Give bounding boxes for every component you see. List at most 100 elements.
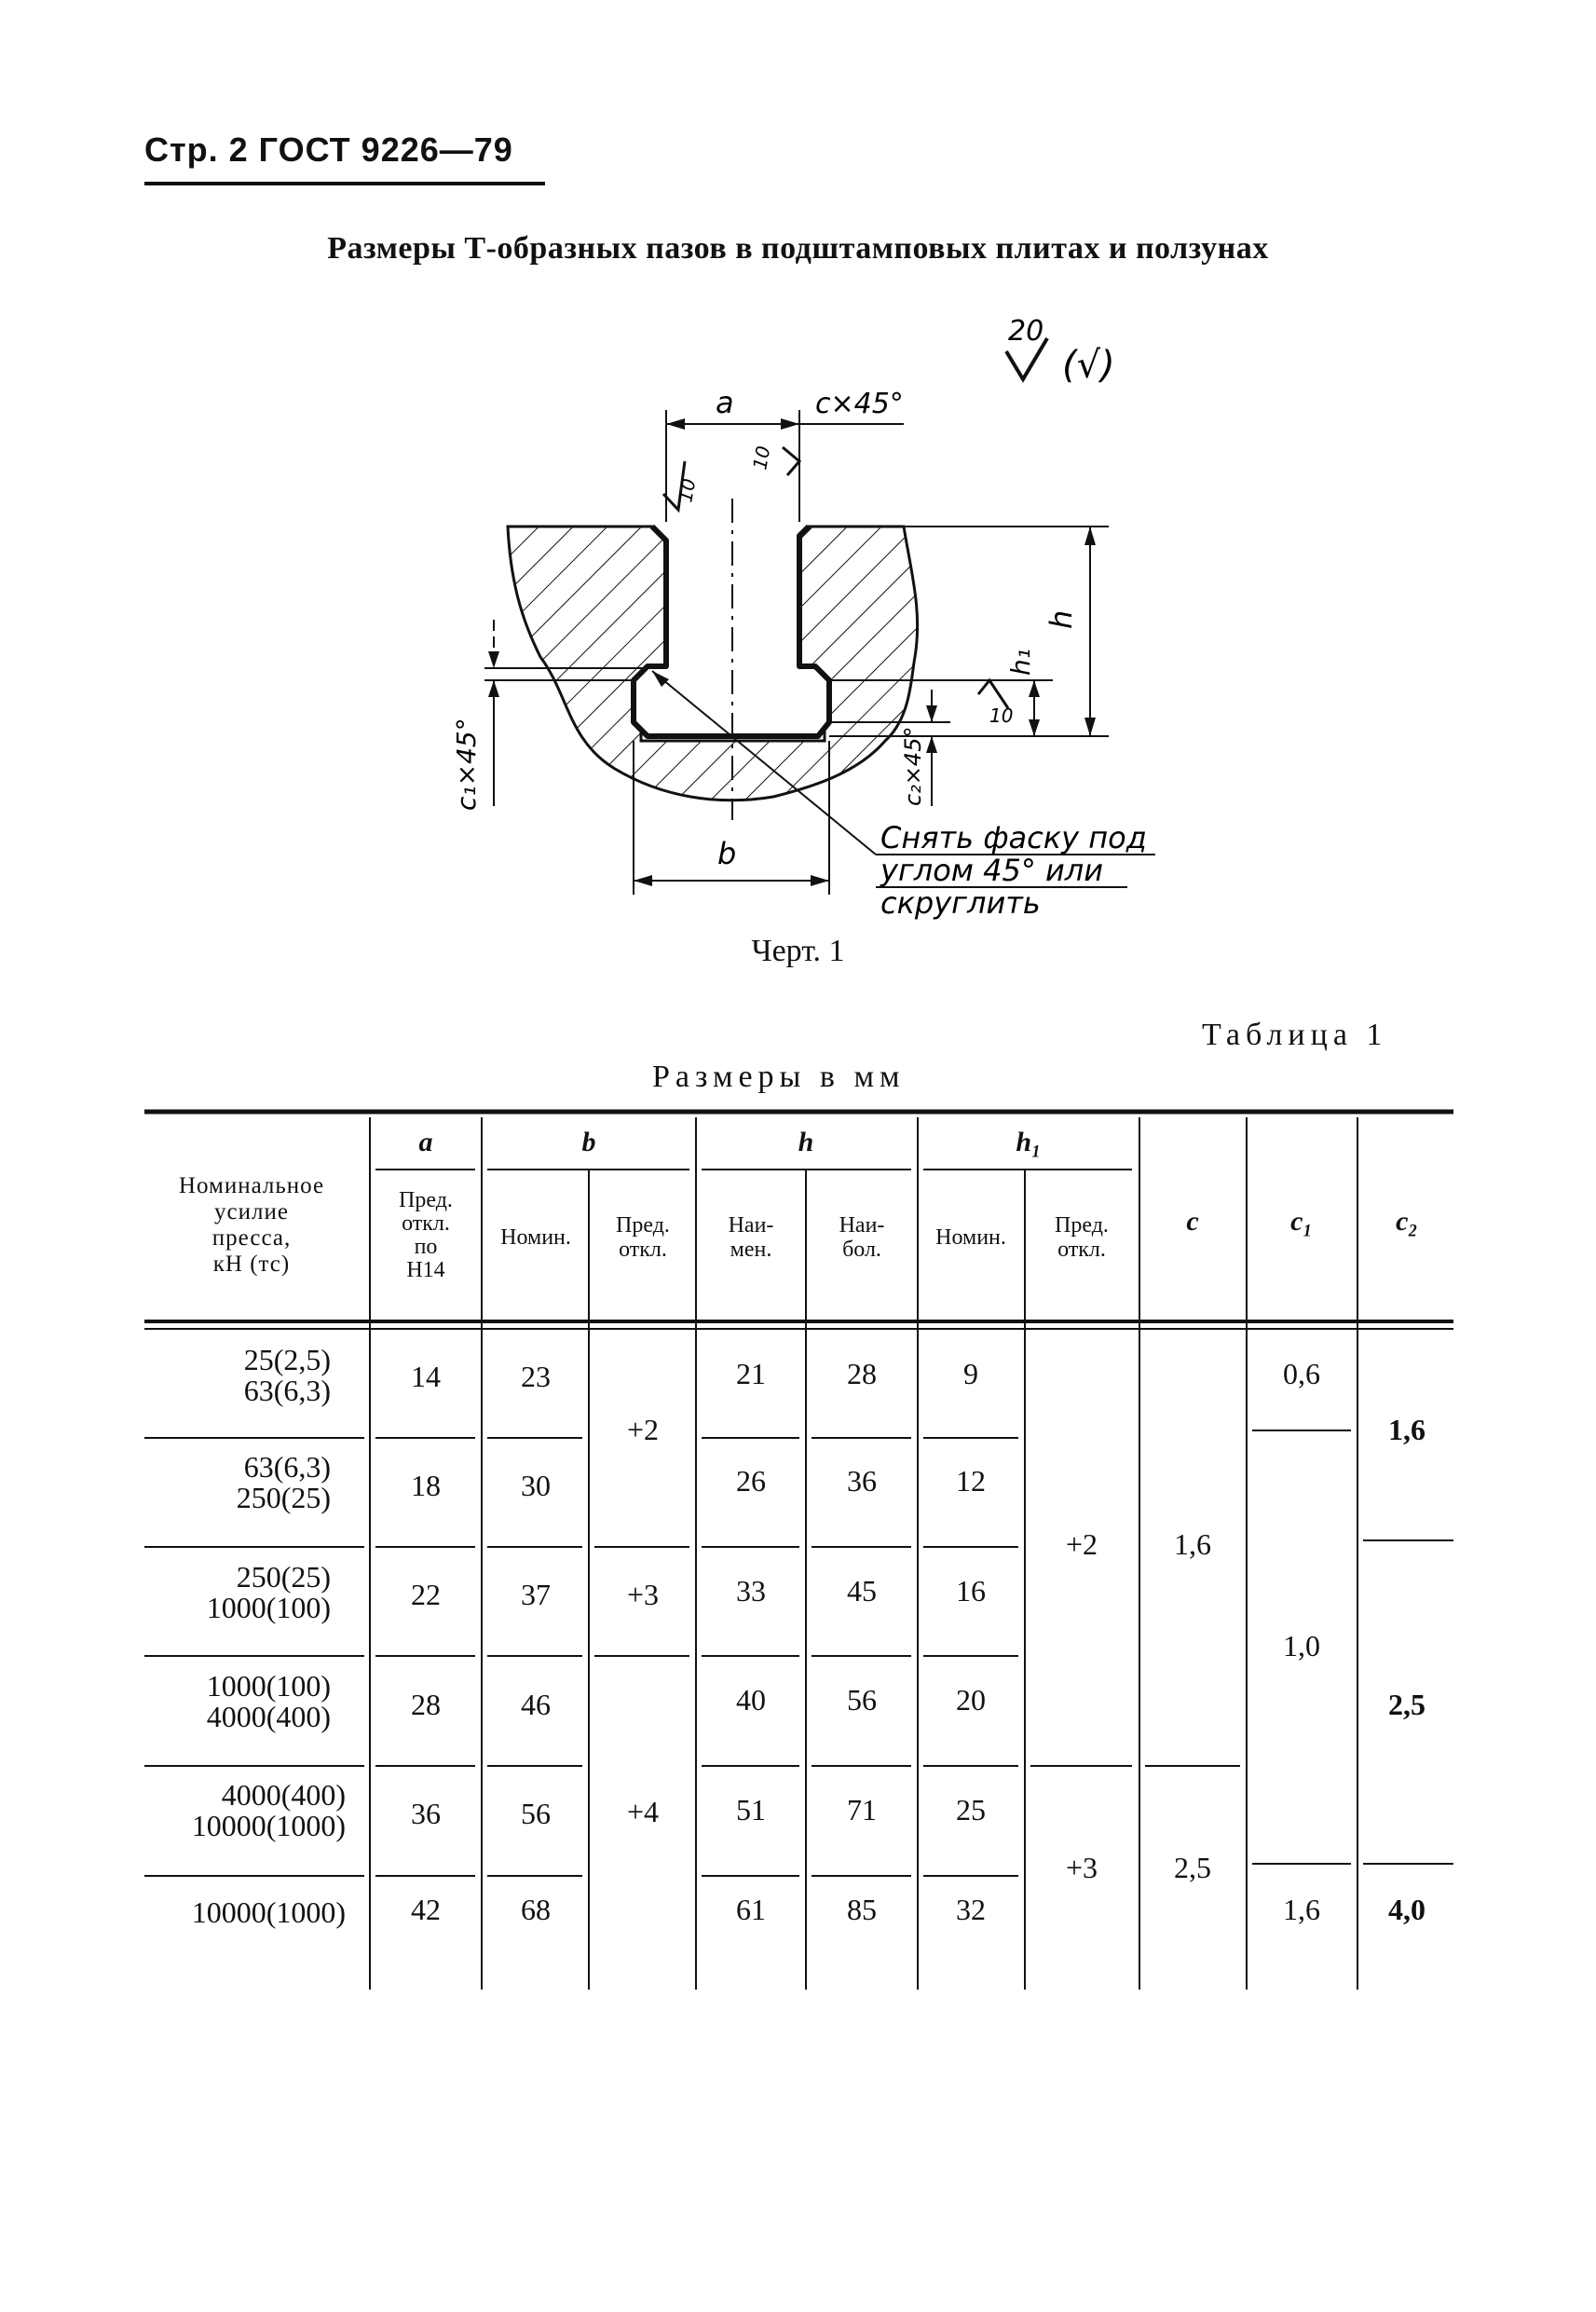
svg-text:откл.: откл. — [402, 1211, 450, 1236]
units-label: Размеры в мм — [652, 1060, 906, 1094]
table-cell-h-min: 40 — [736, 1683, 766, 1717]
dimensions-table: Номинальное усилие пресса, кН (тс) a b h… — [144, 1109, 1453, 1990]
table-cell-press: 25(2,5) — [244, 1343, 331, 1376]
table-cell-h1: 16 — [956, 1574, 986, 1607]
svg-text:10: 10 — [748, 445, 774, 472]
header-a: a — [419, 1127, 433, 1157]
svg-text:H14: H14 — [406, 1258, 444, 1282]
table-cell-a: 28 — [411, 1688, 441, 1721]
dimension-a-label: a — [716, 385, 734, 420]
table-cell-b: 23 — [521, 1360, 551, 1393]
header-h-min: Наи- — [729, 1213, 774, 1238]
table-cell-c1: 0,6 — [1283, 1357, 1320, 1390]
svg-text:10: 10 — [989, 705, 1013, 727]
chamfer-top-label: c×45° — [815, 388, 904, 420]
table-cell-press: 4000(400) — [222, 1778, 346, 1812]
table-cell-b: 46 — [521, 1688, 551, 1721]
roughness-mark-right: 10 — [748, 445, 802, 476]
t-slot-drawing: 20 (√) a c×45° 10 10 10 h h₁ — [451, 315, 1155, 921]
header-h1-nom: Номин. — [935, 1225, 1006, 1250]
table-cell-h1-dev: +3 — [1066, 1851, 1098, 1884]
dimension-a: a c×45° — [665, 385, 904, 522]
table-label: Таблица 1 — [1202, 1018, 1388, 1052]
roughness-mark-left: 10 — [662, 460, 700, 513]
header-c: c — [1186, 1206, 1198, 1237]
table-cell-press: 4000(400) — [207, 1700, 331, 1733]
drawing-caption: Черт. 1 — [751, 934, 845, 968]
header-press-line: кН (тс) — [213, 1252, 290, 1277]
table-cell-h-min: 21 — [736, 1357, 766, 1390]
table-cell-c: 2,5 — [1174, 1851, 1211, 1884]
table-cell-press: 250(25) — [237, 1560, 331, 1594]
svg-text:Снять фаску под: Снять фаску под — [880, 820, 1147, 855]
header-h1-dev: Пред. — [1055, 1213, 1109, 1238]
svg-text:откл.: откл. — [619, 1238, 667, 1262]
table-cell-c1: 1,6 — [1283, 1893, 1320, 1926]
table-cell-h-max: 56 — [847, 1683, 877, 1717]
table-cell-b-dev: +4 — [627, 1795, 659, 1828]
header-c1: c₁ — [1290, 1206, 1313, 1237]
table-cell-b-dev: +3 — [627, 1578, 659, 1611]
svg-text:откл.: откл. — [1057, 1238, 1106, 1262]
roughness-paren: (√) — [1062, 344, 1115, 387]
table-cell-b: 56 — [521, 1797, 551, 1830]
dimension-b-label: b — [717, 836, 736, 871]
header-press-line: пресса, — [212, 1225, 291, 1251]
svg-text:по: по — [415, 1235, 438, 1259]
table-cell-c2: 2,5 — [1388, 1688, 1425, 1721]
table-cell-b-dev: +2 — [627, 1413, 659, 1446]
table-cell-h-max: 71 — [847, 1793, 877, 1826]
header-b-dev: Пред. — [616, 1213, 670, 1238]
page-header: Стр. 2 ГОСТ 9226—79 — [144, 130, 513, 169]
dimension-c1-label: c₁×45° — [451, 718, 482, 811]
svg-text:углом 45° или: углом 45° или — [880, 853, 1103, 888]
table-cell-h1: 25 — [956, 1793, 986, 1826]
header-press-line: усилие — [214, 1199, 289, 1224]
svg-text:скруглить: скруглить — [880, 885, 1041, 921]
dimension-h-label: h — [1044, 610, 1079, 629]
table-cell-h-min: 33 — [736, 1574, 766, 1607]
header-rule — [144, 182, 545, 185]
table-cell-h1: 9 — [963, 1357, 978, 1390]
table-cell-c: 1,6 — [1174, 1527, 1211, 1561]
hatched-section — [506, 525, 920, 802]
header-h-max: Наи- — [839, 1213, 885, 1238]
table-cell-h-max: 85 — [847, 1893, 877, 1926]
table-cell-b: 37 — [521, 1578, 551, 1611]
dimension-c2-label: c₂×45° — [900, 727, 926, 806]
header-c2: c₂ — [1396, 1206, 1418, 1237]
table-cell-press: 1000(100) — [207, 1591, 331, 1624]
table-cell-h-max: 36 — [847, 1464, 877, 1498]
table-cell-h-max: 45 — [847, 1574, 877, 1607]
header-b-nom: Номин. — [500, 1225, 571, 1250]
table-cell-h-max: 28 — [847, 1357, 877, 1390]
header-b: b — [582, 1127, 596, 1157]
table-cell-c2: 4,0 — [1388, 1893, 1425, 1926]
chamfer-note: Снять фаску под углом 45° или скруглить — [651, 670, 1155, 921]
header-h: h — [798, 1127, 814, 1157]
header-h1: h₁ — [1016, 1127, 1041, 1157]
dimension-c1: c₁×45° — [451, 620, 643, 811]
dimension-h: h h₁ — [829, 526, 1109, 737]
svg-text:бол.: бол. — [842, 1238, 881, 1262]
table-cell-a: 42 — [411, 1893, 441, 1926]
table-cell-h1-dev: +2 — [1066, 1527, 1098, 1561]
header-press-line: Номинальное — [179, 1173, 324, 1198]
roughness-mark-h1: 10 — [976, 677, 1013, 727]
table-cell-c1: 1,0 — [1283, 1629, 1320, 1662]
table-cell-h1: 32 — [956, 1893, 986, 1926]
table-cell-press: 1000(100) — [207, 1669, 331, 1703]
table-cell-h1: 20 — [956, 1683, 986, 1717]
table-cell-h-min: 61 — [736, 1893, 766, 1926]
svg-text:10: 10 — [674, 477, 700, 504]
dimension-h1-label: h₁ — [1005, 649, 1036, 676]
roughness-value: 20 — [1008, 315, 1044, 348]
dimension-c2: c₂×45° — [829, 690, 950, 806]
table-cell-h-min: 26 — [736, 1464, 766, 1498]
table-cell-b: 68 — [521, 1893, 551, 1926]
table-cell-a: 36 — [411, 1797, 441, 1830]
table-cell-a: 14 — [411, 1360, 441, 1393]
table-cell-b: 30 — [521, 1469, 551, 1502]
table-cell-press: 10000(1000) — [192, 1809, 346, 1842]
table-cell-h1: 12 — [956, 1464, 986, 1498]
